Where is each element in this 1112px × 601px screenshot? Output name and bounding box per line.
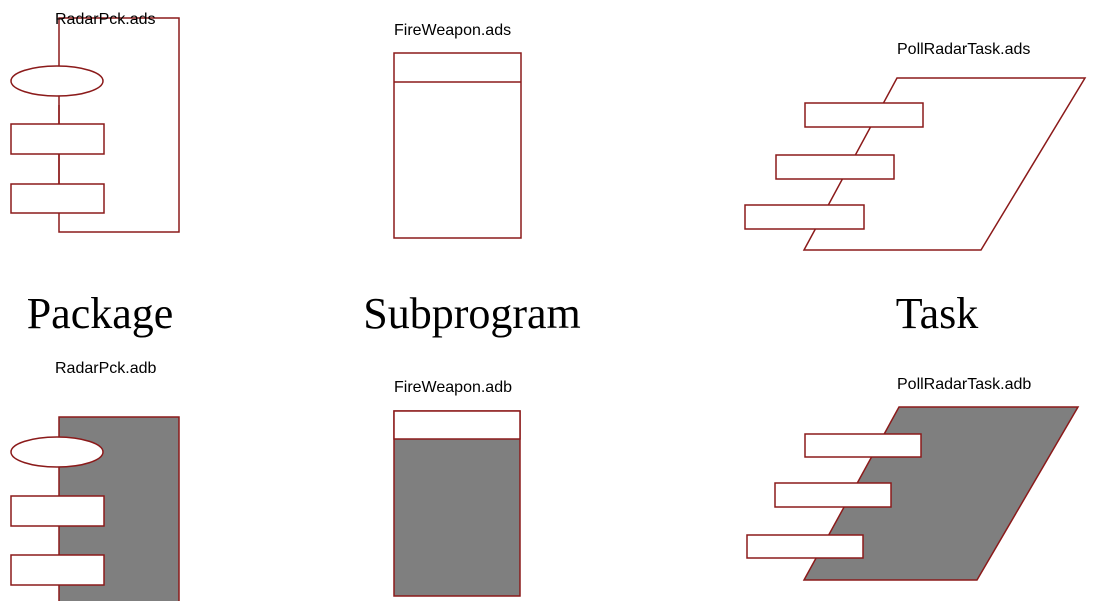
subprogram-spec-filename: FireWeapon.ads [394,22,511,39]
subprogram-body-icon [393,410,521,597]
task-body-rect-3 [746,534,864,559]
package-spec-ellipse [10,65,104,97]
package-spec-rect-2 [10,183,105,214]
package-spec-filename: RadarPck.ads [55,11,156,28]
task-body-rect-1 [804,433,922,458]
task-spec-rect-2 [775,154,895,180]
category-label-subprogram: Subprogram [363,289,581,338]
package-spec-icon [10,17,180,233]
category-label-package: Package [27,289,174,338]
task-spec-filename: PollRadarTask.ads [897,41,1030,58]
package-body-ellipse [10,436,104,468]
subprogram-body-shaded [393,410,521,597]
subprogram-body-filename: FireWeapon.adb [394,379,512,396]
subprogram-spec-icon [393,52,522,239]
task-spec-rect-3 [744,204,865,230]
task-body-icon [746,406,1080,581]
subprogram-spec-body [393,52,522,239]
package-body-rect-1 [10,495,105,527]
package-body-icon [10,416,180,601]
subprogram-body-header [393,410,521,440]
task-spec-icon [744,77,1087,251]
task-spec-rect-1 [804,102,924,128]
task-body-parallelogram [802,406,1080,581]
task-body-filename: PollRadarTask.adb [897,376,1031,393]
package-body-filename: RadarPck.adb [55,360,156,377]
package-body-rect-2 [10,554,105,586]
category-label-task: Task [896,289,978,338]
task-body-rect-2 [774,482,892,508]
package-spec-rect-1 [10,123,105,155]
